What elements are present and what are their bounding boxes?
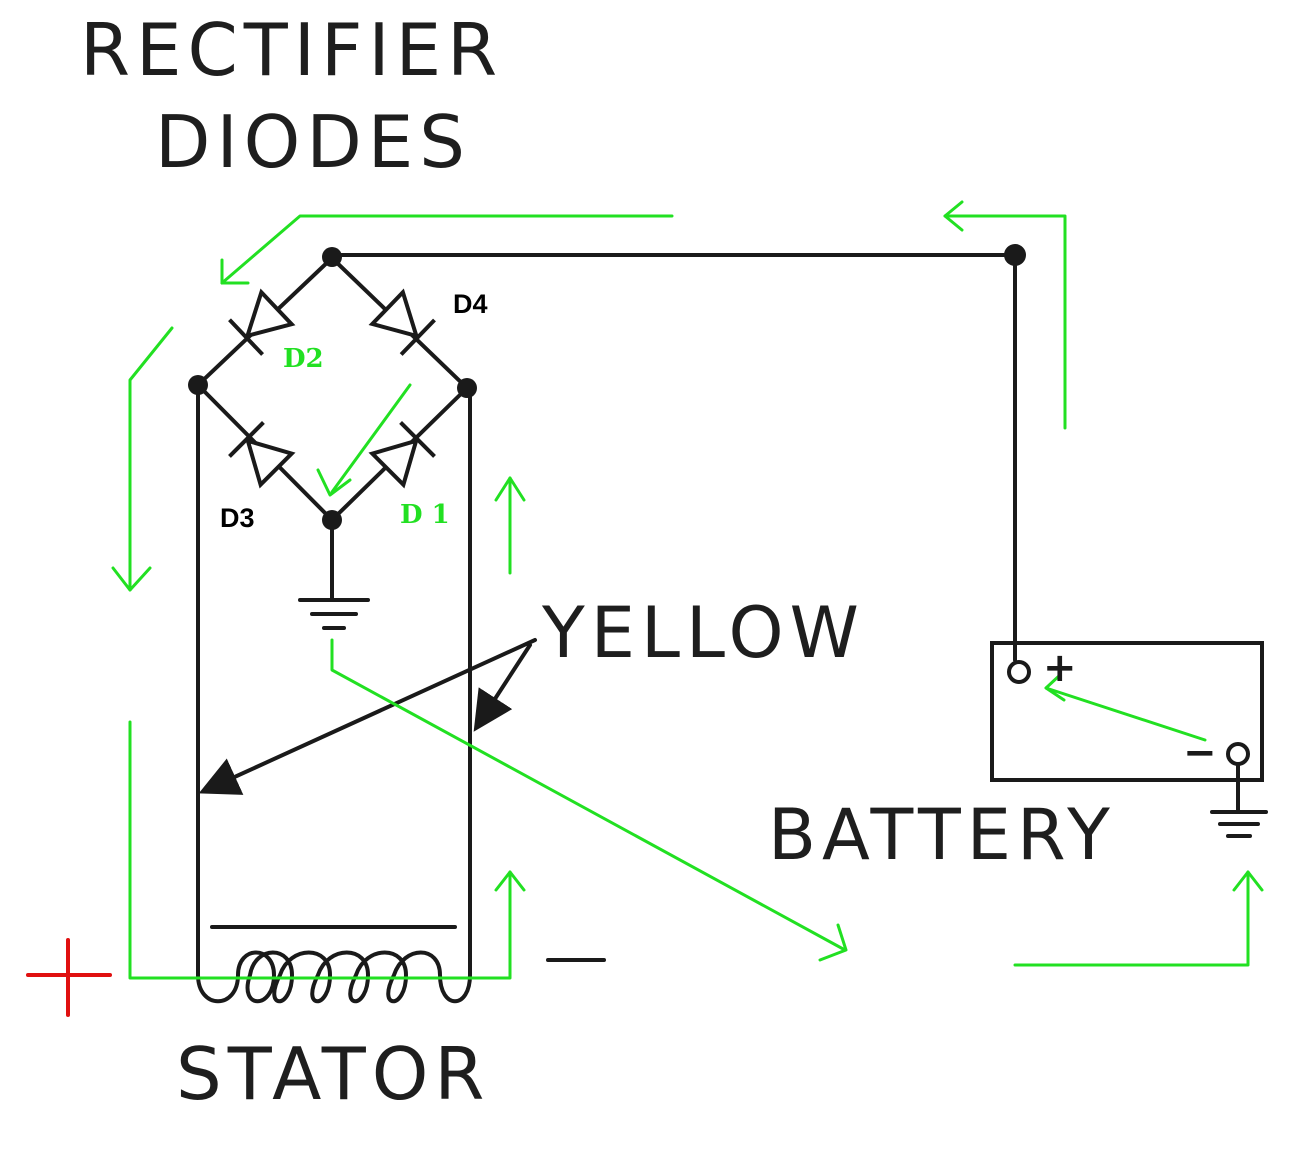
stator-label: STATOR [176, 1032, 491, 1116]
battery-plus-sign: + [1043, 645, 1077, 691]
node-bottom [322, 510, 342, 530]
current-flow-overlay [111, 200, 1264, 980]
battery-minus-sign: − [1183, 730, 1217, 776]
battery-label: BATTERY [768, 794, 1116, 876]
node-battery-junction [1004, 244, 1026, 266]
battery-ground-symbol [1210, 810, 1268, 838]
flow-stator-loop-arrowhead [494, 870, 526, 892]
flow-battery-return-arrowhead [943, 200, 964, 232]
flow-left-down-path [128, 326, 174, 592]
yellow-label: YELLOW [542, 592, 865, 674]
title-line-2: DIODES [155, 100, 471, 184]
battery-positive-terminal [1007, 660, 1031, 684]
positive-marker [26, 938, 112, 1017]
flow-left-down-arrowhead [111, 566, 152, 592]
diode-d2-symbol [228, 288, 296, 356]
battery-case [990, 641, 1264, 782]
title-line-1: RECTIFIER [80, 8, 504, 92]
flow-ground-diagonal-arrowhead [818, 923, 848, 962]
yellow-arrow-to-left-wire [198, 638, 537, 795]
yellow-arrow-to-right-wire [473, 643, 532, 732]
diode-d1-symbol [368, 421, 436, 489]
flow-ground-diagonal [330, 638, 847, 952]
flow-stator-loop [128, 720, 512, 980]
stator-coil [196, 925, 472, 1004]
flow-to-bottom-node [330, 383, 412, 494]
circuit-wires [196, 253, 1017, 977]
flow-bottom-node-arrowhead [316, 468, 352, 497]
flow-battery-internal-arrowhead [1044, 673, 1066, 702]
circuit-nodes [188, 244, 1026, 530]
diode-d3-label: D3 [220, 503, 255, 533]
flow-battery-return-top [943, 214, 1067, 430]
diode-d2-label: D2 [283, 344, 324, 374]
flow-right-up-arrowhead [494, 476, 526, 502]
node-left [188, 375, 208, 395]
flow-top-arrowhead [220, 258, 250, 285]
yellow-pointer-arrows [198, 638, 537, 795]
flow-battery-ground-path [1013, 870, 1250, 967]
flow-top-path [220, 214, 674, 285]
battery-symbol [990, 641, 1264, 812]
flow-battery-internal [1044, 686, 1207, 742]
battery-negative-terminal [1226, 742, 1250, 766]
diode-d1-label: D 1 [400, 500, 450, 530]
diode-d4-label: D4 [453, 289, 488, 319]
flow-battery-ground-arrowhead [1232, 870, 1264, 892]
bridge-ground-symbol [298, 598, 370, 630]
diode-d4-symbol [368, 288, 436, 356]
node-top [322, 247, 342, 267]
diode-d3-symbol [228, 421, 296, 489]
node-right [457, 378, 477, 398]
